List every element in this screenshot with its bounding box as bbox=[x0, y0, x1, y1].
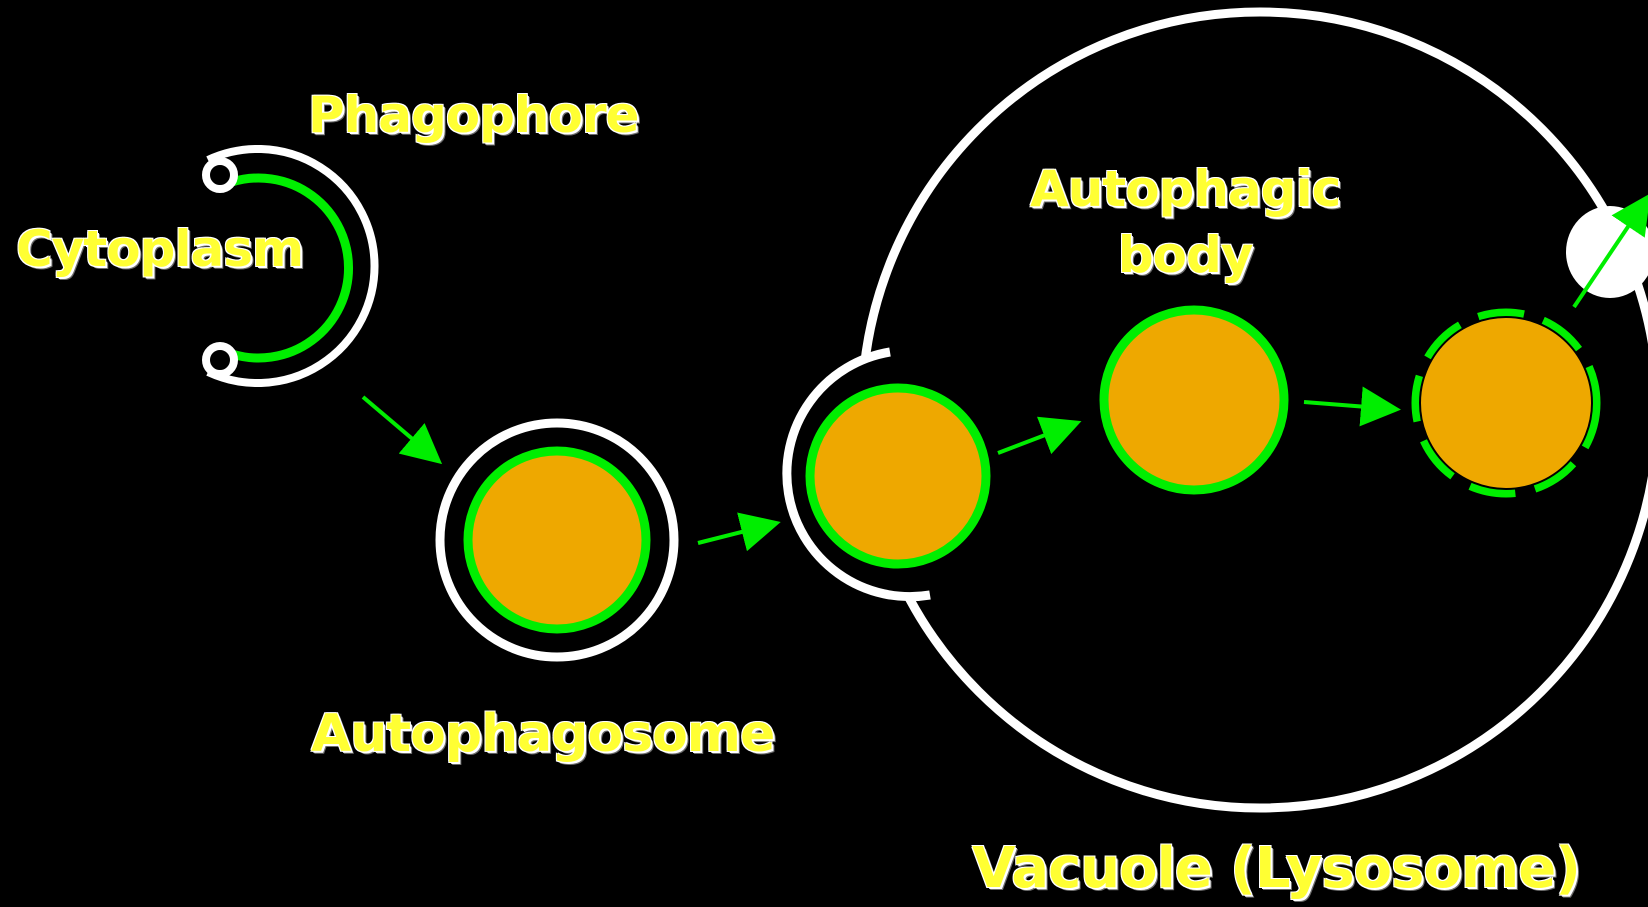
autophagosome bbox=[440, 423, 674, 657]
arrow-autophagosome-to-fusion bbox=[698, 524, 773, 543]
arrow-phagophore-to-autophagosome bbox=[363, 397, 436, 459]
label-vacuole: Vacuole (Lysosome) bbox=[972, 836, 1580, 901]
degrading-cargo bbox=[1420, 317, 1592, 489]
degrading-autophagic-body bbox=[1416, 313, 1596, 493]
label-autophagic-body-line2: body bbox=[1030, 222, 1340, 288]
label-cytoplasm: Cytoplasm bbox=[16, 220, 303, 278]
label-phagophore: Phagophore bbox=[308, 86, 638, 144]
phagophore-rim-top bbox=[206, 161, 234, 189]
autophagic-body-cargo bbox=[1104, 310, 1284, 490]
label-autophagosome: Autophagosome bbox=[311, 704, 774, 764]
phagophore-rim-bottom bbox=[206, 346, 234, 374]
label-autophagic-body: Autophagic body bbox=[1030, 156, 1340, 288]
fusing-cargo bbox=[810, 388, 986, 564]
label-autophagic-body-line1: Autophagic bbox=[1030, 156, 1340, 222]
autophagic-body bbox=[1104, 310, 1284, 490]
autophagosome-cargo bbox=[468, 451, 646, 629]
